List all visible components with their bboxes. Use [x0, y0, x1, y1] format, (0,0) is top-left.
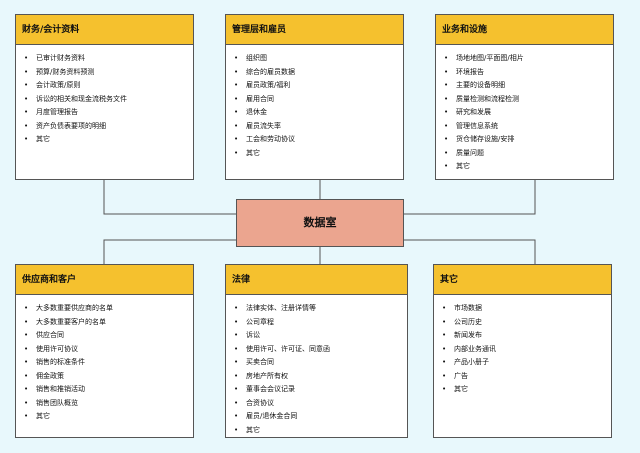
list-item: 内部业务通讯: [442, 343, 611, 357]
list-item: 销售团队概览: [24, 397, 193, 411]
list-item: 会计政策/原则: [24, 79, 193, 93]
list-item: 管理信息系统: [444, 120, 613, 134]
list-item: 房地产所有权: [234, 370, 407, 384]
list-item: 其它: [234, 424, 407, 438]
list-item: 新闻发布: [442, 329, 611, 343]
list-item: 预算/财务资料预测: [24, 66, 193, 80]
list-item: 大多数重要供应商的名单: [24, 302, 193, 316]
legal-title: 法律: [226, 265, 407, 295]
other-title: 其它: [434, 265, 611, 295]
list-item: 雇员政策/福利: [234, 79, 403, 93]
list-item: 其它: [442, 383, 611, 397]
other-box: 其它 市场数据 公司历史 新闻发布 内部业务通讯 产品小册子 广告 其它: [433, 264, 612, 438]
list-item: 其它: [24, 133, 193, 147]
list-item: 公司章程: [234, 316, 407, 330]
list-item: 主要的设备明细: [444, 79, 613, 93]
list-item: 广告: [442, 370, 611, 384]
list-item: 质量问题: [444, 147, 613, 161]
list-item: 大多数重要客户的名单: [24, 316, 193, 330]
list-item: 公司历史: [442, 316, 611, 330]
finance-box: 财务/会计资料 已审计财务资料 预算/财务资料预测 会计政策/原则 诉讼的相关和…: [15, 14, 194, 180]
finance-list: 已审计财务资料 预算/财务资料预测 会计政策/原则 诉讼的相关和现金流税务文件 …: [16, 45, 193, 147]
operations-title: 业务和设施: [436, 15, 613, 45]
list-item: 市场数据: [442, 302, 611, 316]
connector-other: [404, 239, 536, 264]
list-item: 货仓储存设施/安排: [444, 133, 613, 147]
list-item: 月度管理报告: [24, 106, 193, 120]
list-item: 环境报告: [444, 66, 613, 80]
list-item: 法律实体、注册详情等: [234, 302, 407, 316]
other-list: 市场数据 公司历史 新闻发布 内部业务通讯 产品小册子 广告 其它: [434, 295, 611, 397]
list-item: 供应合同: [24, 329, 193, 343]
list-item: 使用许可、许可证、同意函: [234, 343, 407, 357]
list-item: 已审计财务资料: [24, 52, 193, 66]
management-box: 管理层和雇员 组织图 综合的雇员数据 雇员政策/福利 雇用合同 退休金 雇员流失…: [225, 14, 404, 180]
list-item: 研究和发展: [444, 106, 613, 120]
connector-finance: [103, 180, 236, 215]
suppliers-title: 供应商和客户: [16, 265, 193, 295]
list-item: 董事会会议记录: [234, 383, 407, 397]
operations-list: 场地地图/平面图/相片 环境报告 主要的设备明细 质量检测和流程检测 研究和发展…: [436, 45, 613, 174]
list-item: 雇用合同: [234, 93, 403, 107]
list-item: 雇员/退休金合同: [234, 410, 407, 424]
suppliers-list: 大多数重要供应商的名单 大多数重要客户的名单 供应合同 使用许可协议 销售的标准…: [16, 295, 193, 424]
list-item: 工会和劳动协议: [234, 133, 403, 147]
list-item: 退休金: [234, 106, 403, 120]
list-item: 合资协议: [234, 397, 407, 411]
list-item: 佣金政策: [24, 370, 193, 384]
center-data-room: 数据室: [236, 199, 404, 247]
list-item: 使用许可协议: [24, 343, 193, 357]
list-item: 组织图: [234, 52, 403, 66]
list-item: 资产负债表要项的明细: [24, 120, 193, 134]
legal-list: 法律实体、注册详情等 公司章程 诉讼 使用许可、许可证、同意函 买卖合同 房地产…: [226, 295, 407, 437]
list-item: 买卖合同: [234, 356, 407, 370]
list-item: 产品小册子: [442, 356, 611, 370]
list-item: 综合的雇员数据: [234, 66, 403, 80]
suppliers-box: 供应商和客户 大多数重要供应商的名单 大多数重要客户的名单 供应合同 使用许可协…: [15, 264, 194, 438]
management-title: 管理层和雇员: [226, 15, 403, 45]
list-item: 诉讼的相关和现金流税务文件: [24, 93, 193, 107]
list-item: 销售的标准条件: [24, 356, 193, 370]
list-item: 质量检测和流程检测: [444, 93, 613, 107]
connector-operations: [404, 180, 536, 215]
list-item: 场地地图/平面图/相片: [444, 52, 613, 66]
management-list: 组织图 综合的雇员数据 雇员政策/福利 雇用合同 退休金 雇员流失率 工会和劳动…: [226, 45, 403, 160]
operations-box: 业务和设施 场地地图/平面图/相片 环境报告 主要的设备明细 质量检测和流程检测…: [435, 14, 614, 180]
finance-title: 财务/会计资料: [16, 15, 193, 45]
connector-suppliers: [103, 239, 236, 264]
list-item: 其它: [234, 147, 403, 161]
list-item: 雇员流失率: [234, 120, 403, 134]
list-item: 其它: [24, 410, 193, 424]
legal-box: 法律 法律实体、注册详情等 公司章程 诉讼 使用许可、许可证、同意函 买卖合同 …: [225, 264, 408, 438]
list-item: 其它: [444, 160, 613, 174]
list-item: 诉讼: [234, 329, 407, 343]
list-item: 销售和推销活动: [24, 383, 193, 397]
